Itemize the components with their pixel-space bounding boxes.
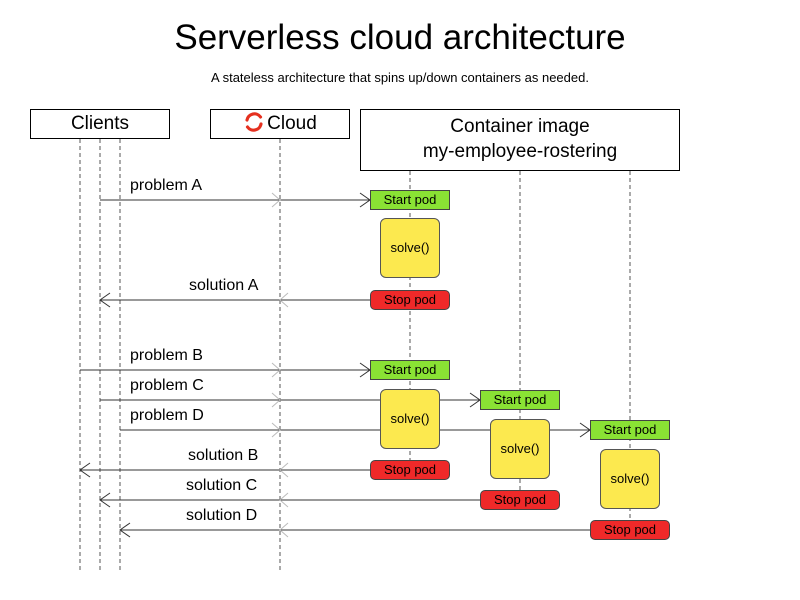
message-problem-d: problem D [130,407,204,424]
solve-box-c: solve() [490,419,550,479]
cloud-label: Cloud [267,113,317,134]
cloud-arrowhead-problem-d [271,422,281,438]
solve-box-a: solve() [380,218,440,278]
start-pod-d: Start pod [590,420,670,440]
stop-pod-c: Stop pod [480,490,560,510]
arrowhead-solution-c [99,492,111,508]
clients-header: Clients [30,109,170,139]
cloud-arrowhead-problem-c [271,392,281,408]
stop-pod-a: Stop pod [370,290,450,310]
cloud-arrowhead-problem-a [271,192,281,208]
arrowhead-solution-b [79,462,91,478]
cloud-header: Cloud [210,109,350,139]
message-problem-a: problem A [130,177,203,194]
stop-pod-b: Stop pod [370,460,450,480]
container-image-label: Container image [450,116,590,137]
start-pod-a: Start pod [370,190,450,210]
solve-box-d: solve() [600,449,660,509]
cloud-arrowhead-solution-b [279,462,289,478]
container-image-header: Container image my-employee-rostering [360,109,680,171]
diagram-subtitle: A stateless architecture that spins up/d… [211,70,589,85]
start-pod-b: Start pod [370,360,450,380]
cloud-arrowhead-problem-b [271,362,281,378]
clients-label: Clients [70,113,130,134]
message-problem-c: problem C [130,377,204,394]
start-pod-c: Start pod [480,390,560,410]
message-solution-d: solution D [186,507,258,524]
message-solution-a: solution A [189,277,259,294]
cloud-arrowhead-solution-c [279,492,289,508]
solve-box-b: solve() [380,389,440,449]
cloud-arrowhead-solution-a [279,292,289,308]
container-image-name: my-employee-rostering [422,141,618,162]
message-solution-b: solution B [188,447,259,464]
arrowhead-solution-d [119,522,131,538]
message-solution-c: solution C [186,477,258,494]
stop-pod-d: Stop pod [590,520,670,540]
arrowhead-solution-a [99,292,111,308]
cloud-arrowhead-solution-d [279,522,289,538]
message-problem-b: problem B [130,347,203,364]
openshift-cloud-icon [245,112,263,132]
diagram-title: Serverless cloud architecture [174,18,626,57]
